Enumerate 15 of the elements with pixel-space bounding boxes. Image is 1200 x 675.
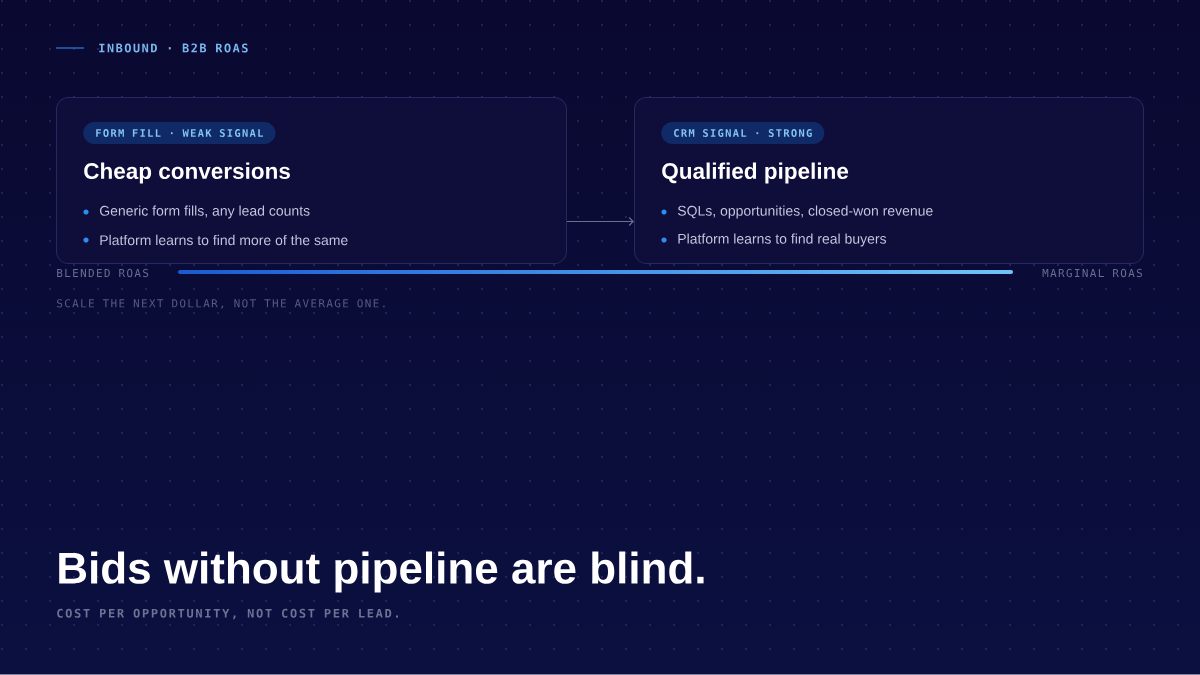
subtitle: COST PER OPPORTUNITY, NOT COST PER LEAD. — [57, 608, 398, 620]
bullet-text: SQLs, opportunities, closed-won revenue — [677, 205, 933, 219]
tag-pill: CRM SIGNAL · STRONG — [661, 122, 825, 144]
arrow — [566, 216, 634, 227]
bullet-text: Platform learns to find real buyers — [678, 233, 887, 247]
scale-label: MARGINAL ROAS — [1042, 268, 1142, 278]
tag-pill: FORM FILL · WEAK SIGNAL — [83, 122, 276, 144]
card-heading: Qualified pipeline — [662, 162, 849, 184]
section-label: INBOUND · B2B ROAS — [99, 43, 248, 53]
bullet-text: Platform learns to find more of the same — [100, 234, 348, 246]
bullet-text: Generic form fills, any lead counts — [100, 205, 310, 219]
card-heading: Cheap conversions — [84, 162, 290, 184]
scale-label: BLENDED ROAS — [57, 268, 149, 278]
headline: Bids without pipeline are blind. — [59, 551, 704, 593]
note-text: SCALE THE NEXT DOLLAR, NOT THE AVERAGE ONE. — [57, 299, 385, 309]
